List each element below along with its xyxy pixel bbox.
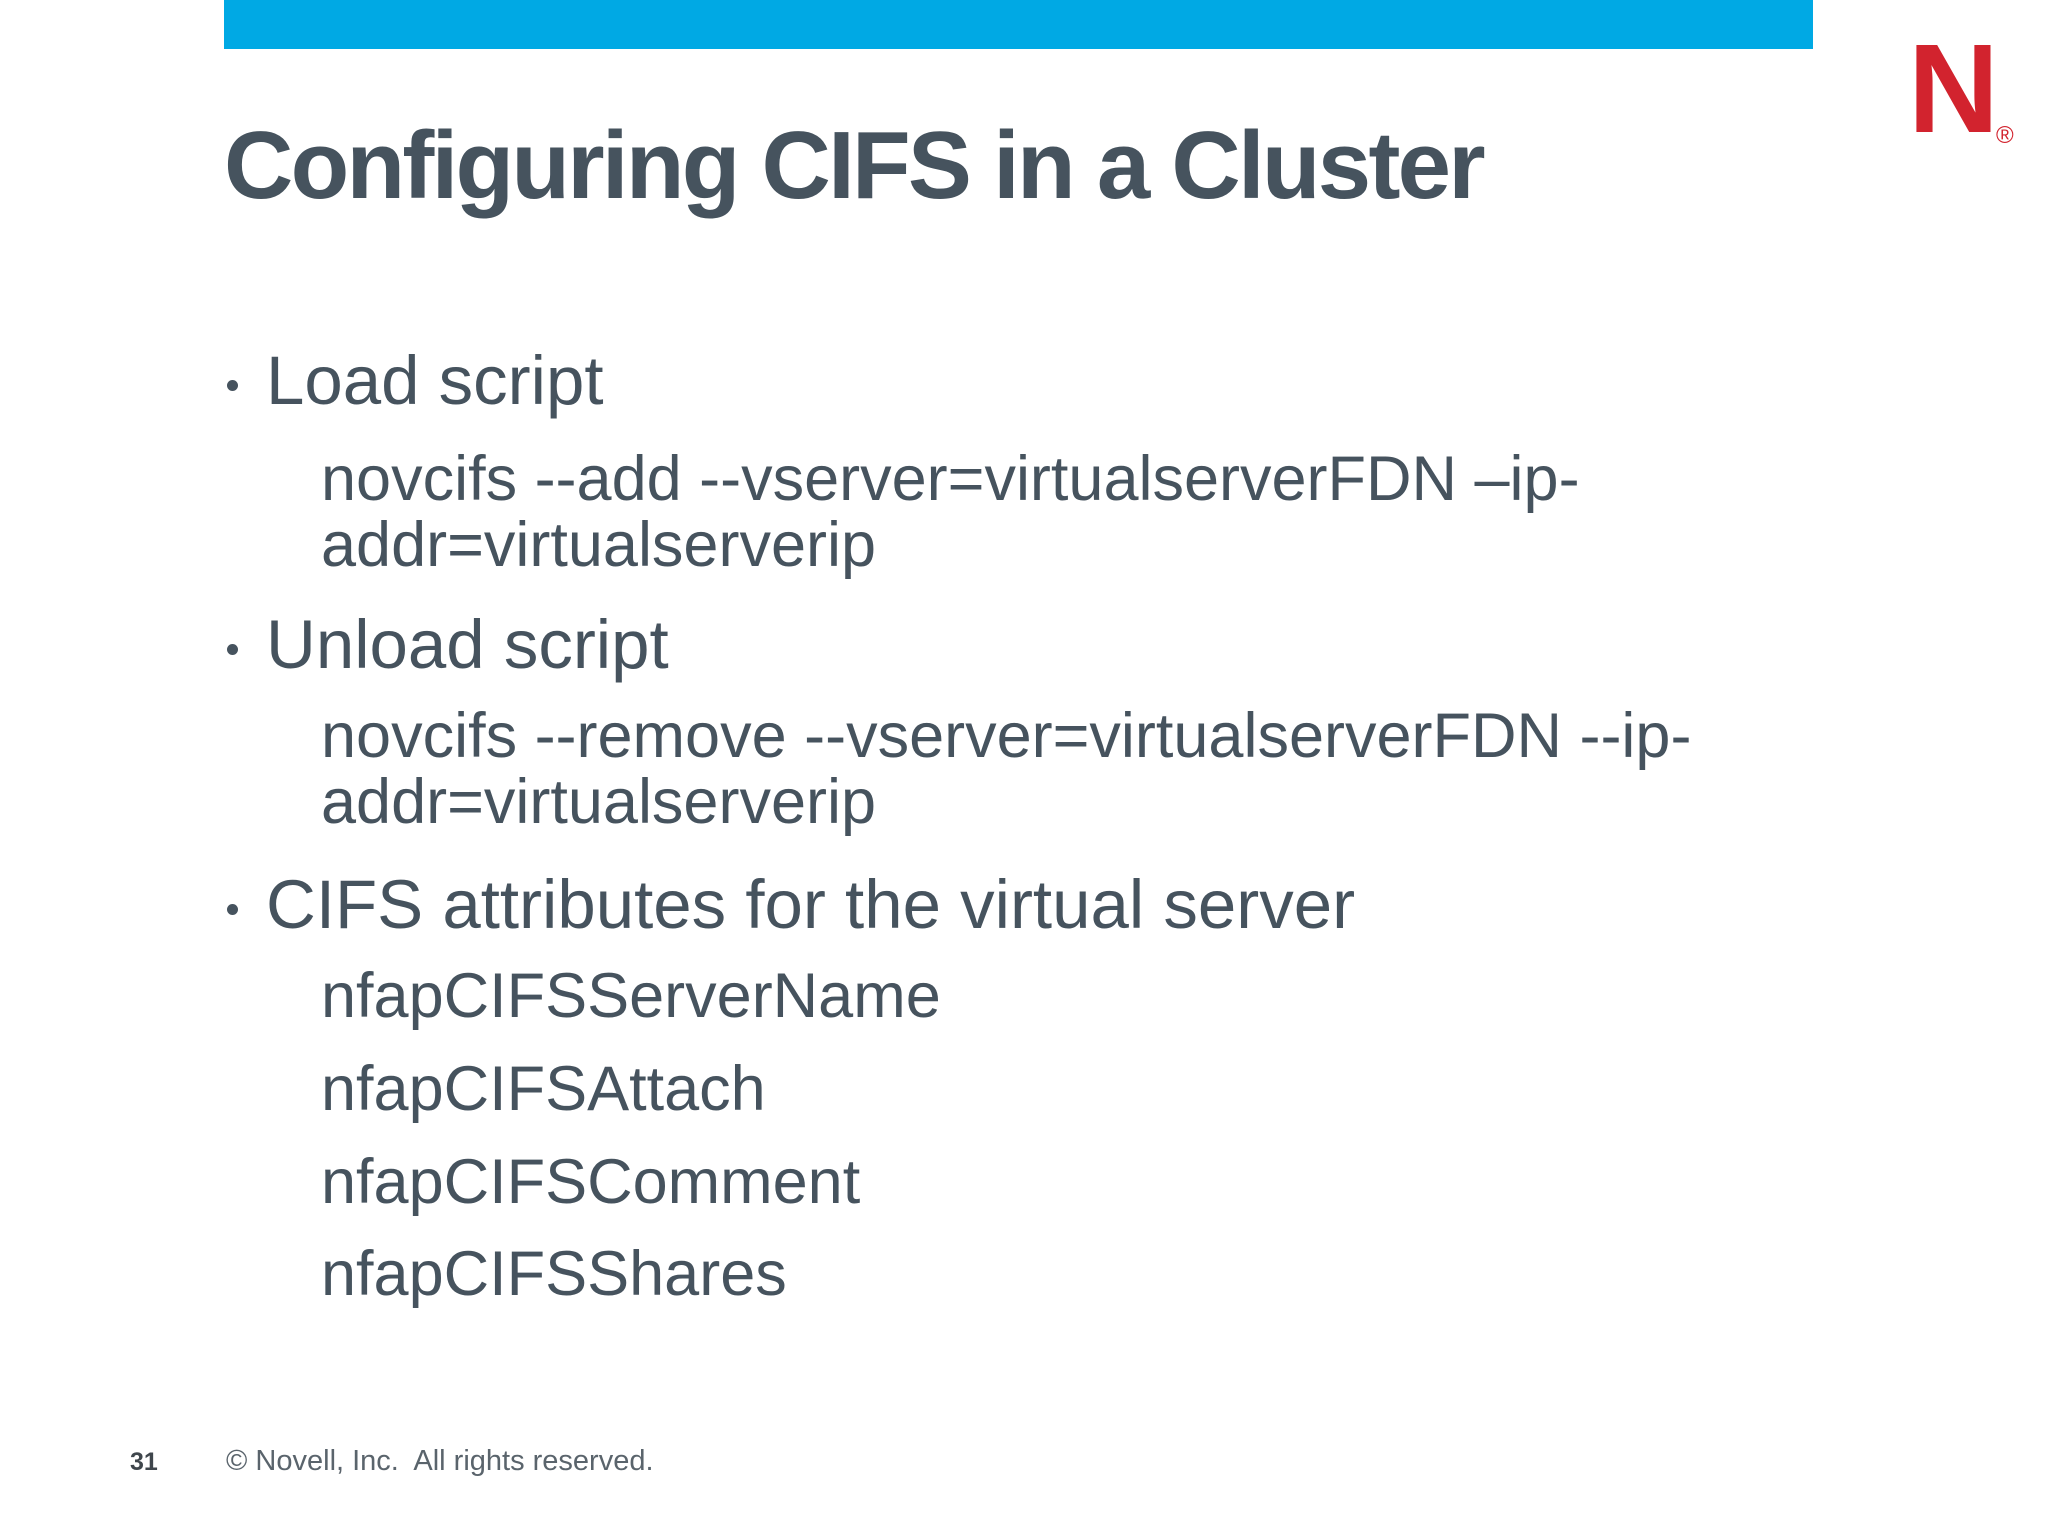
footer-copyright: © Novell, Inc. All rights reserved. [226, 1445, 654, 1477]
registered-trademark-icon: ® [1996, 122, 2014, 149]
code-line: novcifs --add --vserver=virtualserverFDN… [321, 444, 1580, 514]
attribute-line: nfapCIFSComment [321, 1147, 861, 1217]
slide-page-number: 31 [130, 1448, 158, 1476]
header-accent-bar [224, 0, 1813, 49]
novell-logo: N ® [1908, 26, 2038, 156]
bullet-label-load-script: Load script [266, 342, 604, 419]
attribute-line: nfapCIFSAttach [321, 1054, 766, 1124]
code-line: addr=virtualserverip [321, 767, 877, 837]
novell-n-icon: N [1908, 18, 1999, 159]
attribute-line: nfapCIFSShares [321, 1239, 787, 1309]
code-line: addr=virtualserverip [321, 510, 877, 580]
code-line: novcifs --remove --vserver=virtualserver… [321, 701, 1692, 771]
bullet-dot-icon [227, 380, 238, 391]
bullet-label-unload-script: Unload script [266, 606, 669, 683]
bullet-dot-icon [227, 644, 238, 655]
bullet-dot-icon [227, 904, 238, 915]
attribute-line: nfapCIFSServerName [321, 961, 941, 1031]
page-title: Configuring CIFS in a Cluster [224, 112, 1486, 219]
bullet-label-cifs-attributes: CIFS attributes for the virtual server [266, 866, 1356, 943]
